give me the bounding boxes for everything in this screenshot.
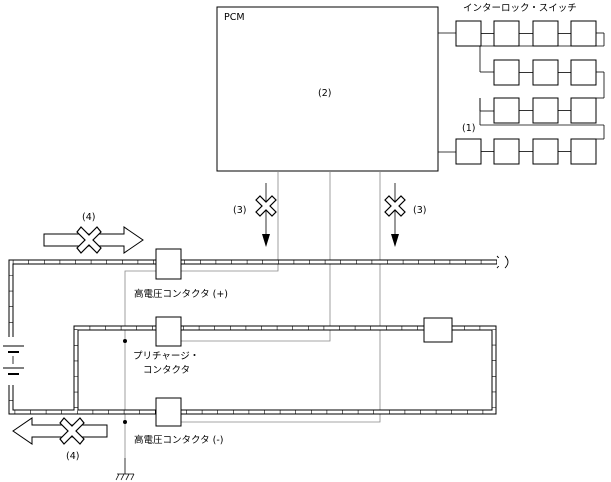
hv-contactor-minus — [155, 397, 182, 427]
svg-text:(4): (4) — [66, 451, 79, 462]
pcm-signal-line-1 — [124, 171, 279, 458]
battery-symbol — [3, 337, 28, 385]
interlock-switch-box — [493, 97, 520, 124]
interlock-switch-box — [455, 20, 482, 47]
pcm-signal-line-3 — [156, 171, 381, 423]
callout-4-top: (4) — [43, 212, 144, 254]
precharge-label-line1: プリチャージ・ — [133, 351, 199, 362]
hv-cables — [8, 255, 509, 415]
x-mark-icon — [59, 417, 85, 445]
interlock-switch-box — [455, 138, 482, 165]
interlock-switch-box — [532, 138, 559, 165]
pcm-signal-line-2 — [156, 171, 331, 342]
hv-contactor-minus-label: 高電圧コンタクタ (-) — [134, 434, 223, 446]
ground-symbol — [115, 339, 135, 481]
hv-cable-main — [8, 259, 497, 415]
x-mark-icon — [384, 195, 406, 217]
svg-text:(4): (4) — [82, 212, 95, 223]
x-mark-icon — [255, 195, 277, 217]
interlock-switch-box — [493, 20, 520, 47]
interlock-number-label: (1) — [462, 123, 475, 134]
pcm-number-label: (2) — [318, 88, 331, 99]
callout-4-bottom: (4) — [12, 417, 108, 462]
x-mark-icon — [76, 226, 102, 254]
pcm-label: PCM — [224, 12, 245, 23]
cable-break-symbol — [496, 255, 509, 269]
interlock-switch-box — [570, 20, 597, 47]
svg-text:(3): (3) — [413, 205, 426, 216]
interlock-switch-box — [570, 97, 597, 124]
pcm-block — [216, 6, 439, 172]
interlock-switch-box — [493, 59, 520, 86]
interlock-switch-box — [532, 97, 559, 124]
precharge-resistor — [423, 317, 453, 343]
interlock-switch-box — [532, 20, 559, 47]
interlock-switch-box — [493, 138, 520, 165]
hv-contactor-plus-label: 高電圧コンタクタ (+) — [134, 288, 228, 300]
interlock-switch-box — [570, 59, 597, 86]
hv-contactor-plus — [155, 248, 182, 280]
interlock-switch-label: インターロック・スイッチ — [463, 3, 577, 14]
precharge-label-line2: コンタクタ — [143, 365, 190, 376]
callout-3-right: (3) — [384, 183, 426, 247]
interlock-switch-box — [532, 59, 559, 86]
callout-3-left: (3) — [233, 183, 277, 247]
left-arrow-icon — [12, 417, 108, 445]
interlock-switch-chain: インターロック・スイッチ (1) — [438, 3, 605, 165]
junction-dot — [123, 339, 127, 343]
interlock-switch-box — [570, 138, 597, 165]
precharge-contactor — [155, 316, 182, 347]
svg-text:(3): (3) — [233, 205, 246, 216]
junction-dot — [123, 420, 127, 424]
